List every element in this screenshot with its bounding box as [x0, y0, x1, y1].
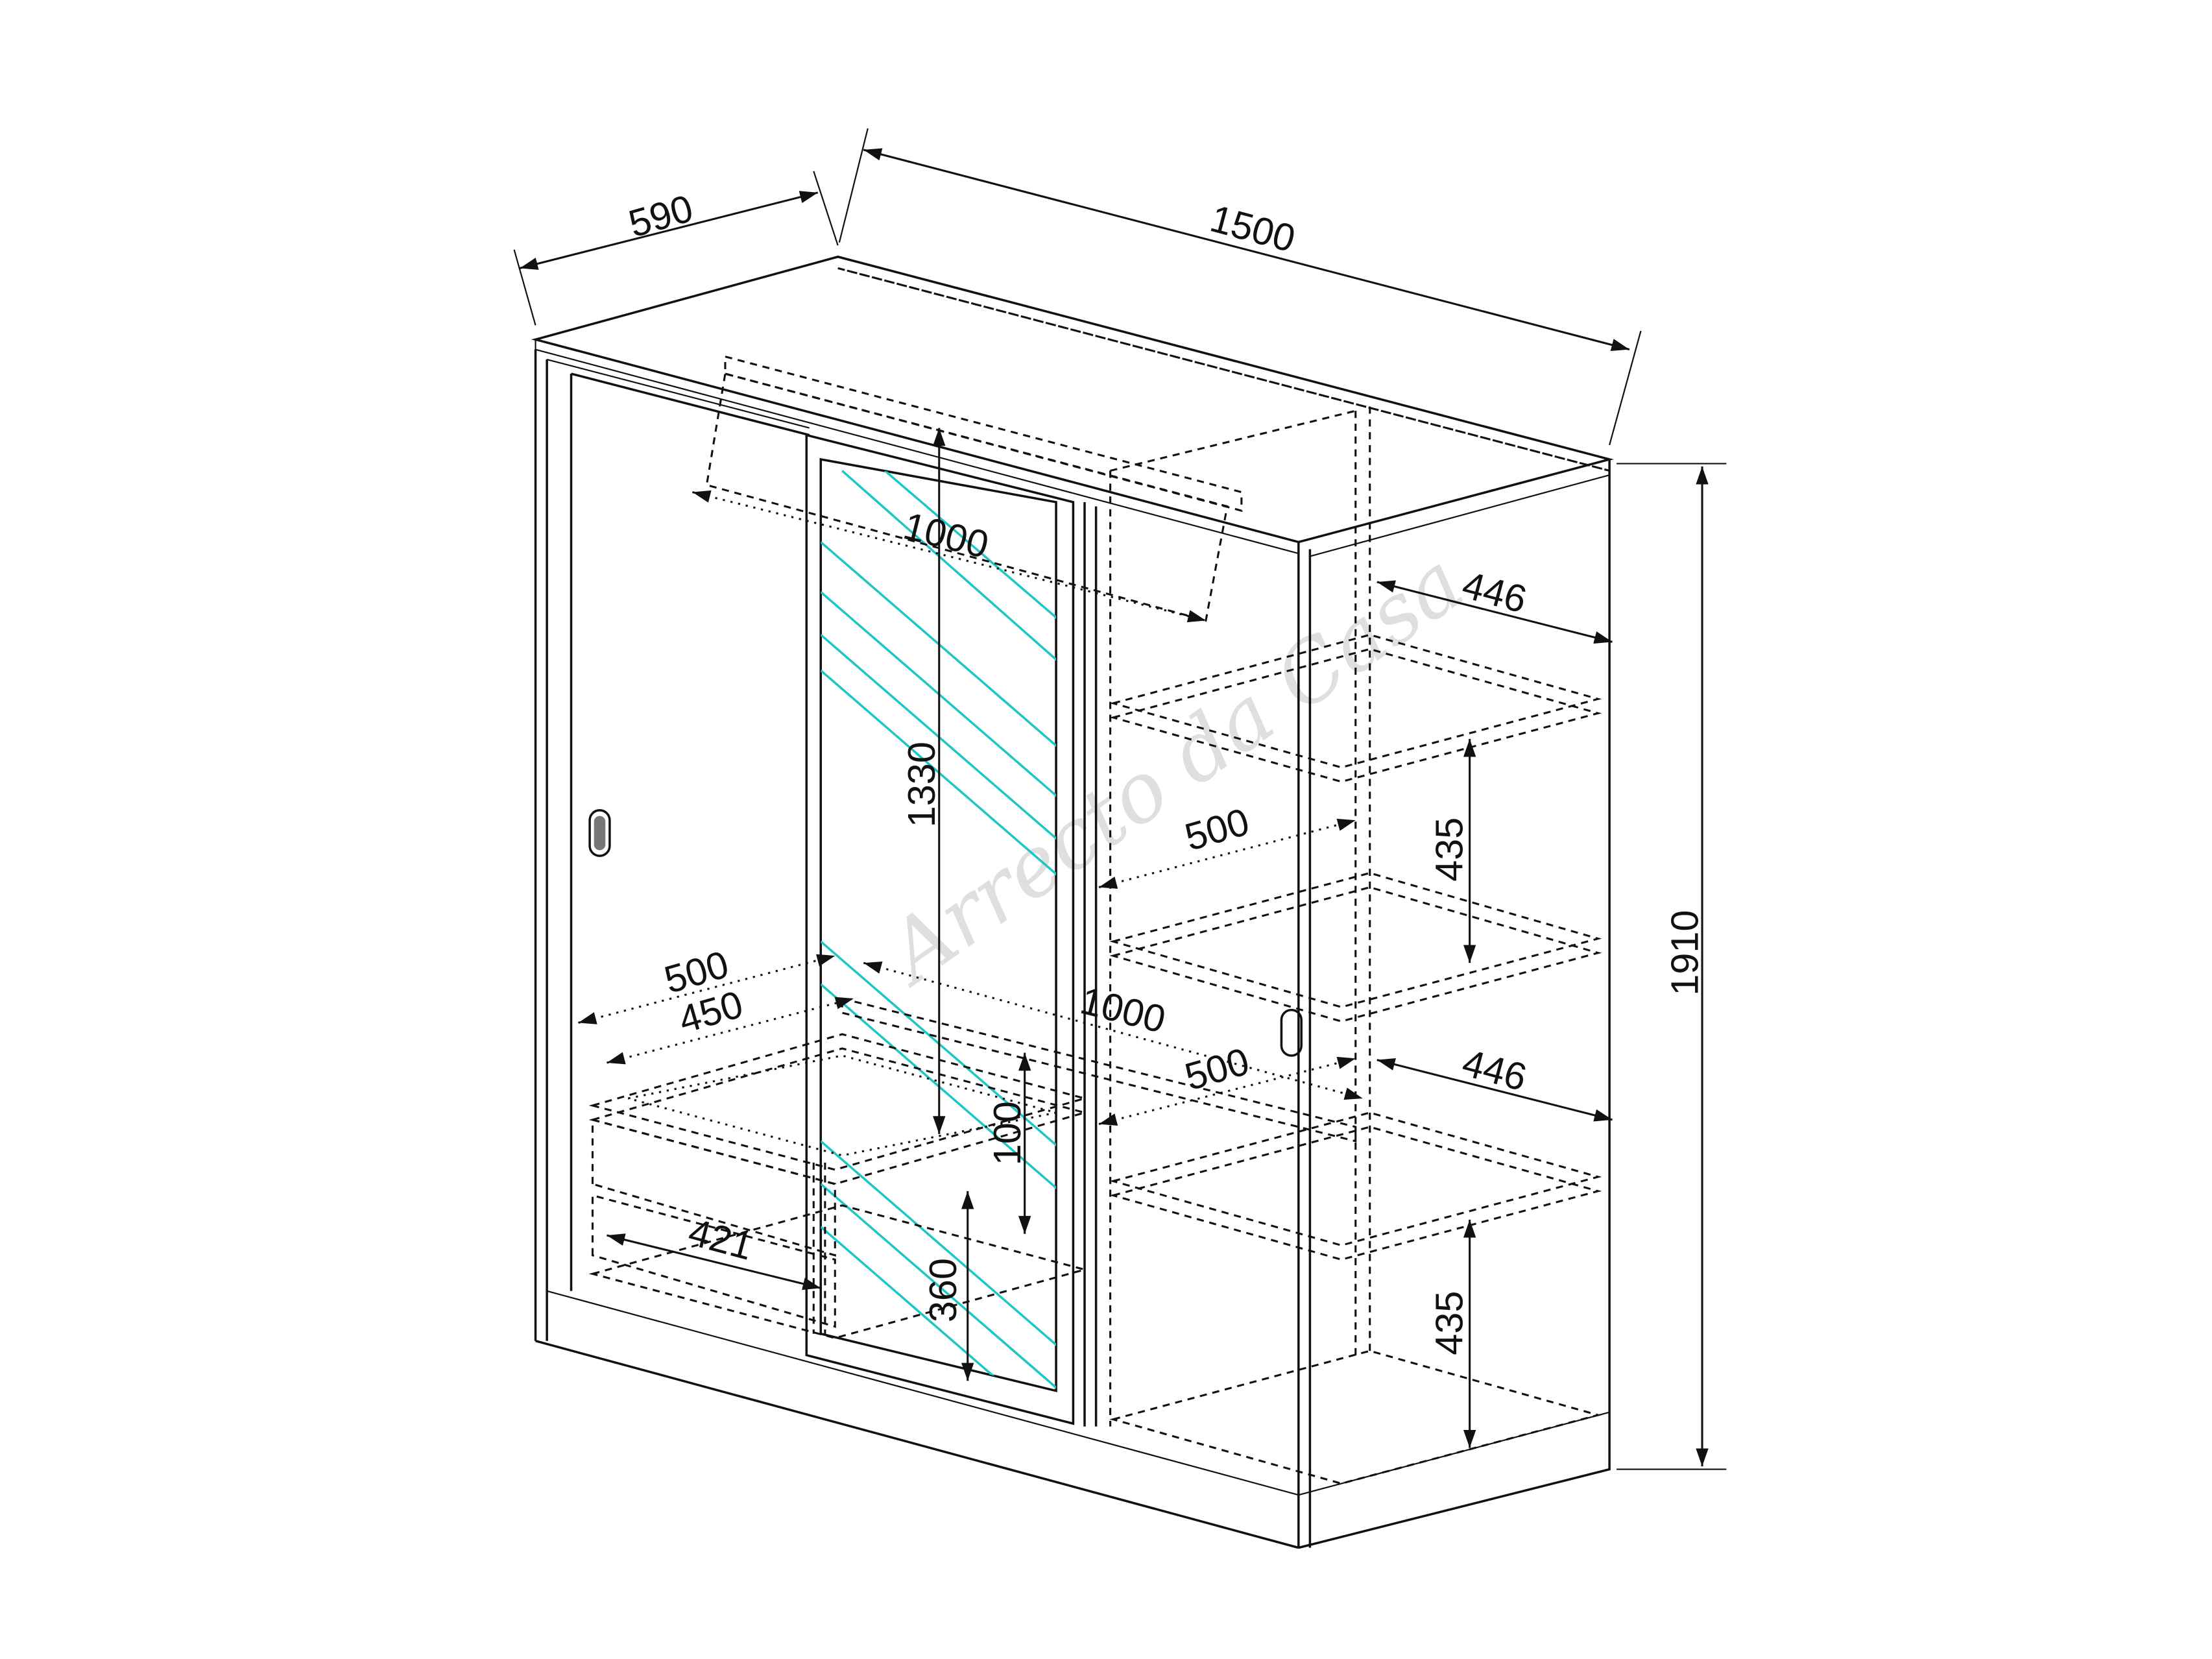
dimension-lines	[513, 128, 1727, 1470]
dim-drawer-depth: 421	[684, 1210, 758, 1268]
wardrobe-carcass	[531, 255, 1614, 1549]
dim-hanging-rail-top: 1000	[899, 503, 992, 566]
dim-drawer-gap: 100	[985, 1101, 1029, 1165]
hanging-rail-top	[724, 355, 1243, 513]
dim-hanging-rail-bottom: 1000	[1076, 978, 1170, 1041]
dim-shelf-depth-lower: 446	[1458, 1041, 1531, 1099]
dim-shelf-spacing-lower: 435	[1428, 1291, 1471, 1355]
dim-drawer-height: 360	[921, 1258, 965, 1322]
dim-depth: 590	[624, 186, 698, 246]
dim-mirror-height: 1330	[900, 742, 943, 827]
dim-height: 1910	[1663, 910, 1706, 996]
right-section	[1083, 406, 1602, 1485]
dim-shelf-spacing-upper: 435	[1428, 817, 1471, 882]
dim-width: 1500	[1206, 197, 1300, 261]
dim-shelf-width-lower: 500	[1180, 1039, 1254, 1099]
left-sliding-door	[546, 358, 810, 1291]
door-handle-left	[588, 809, 611, 857]
